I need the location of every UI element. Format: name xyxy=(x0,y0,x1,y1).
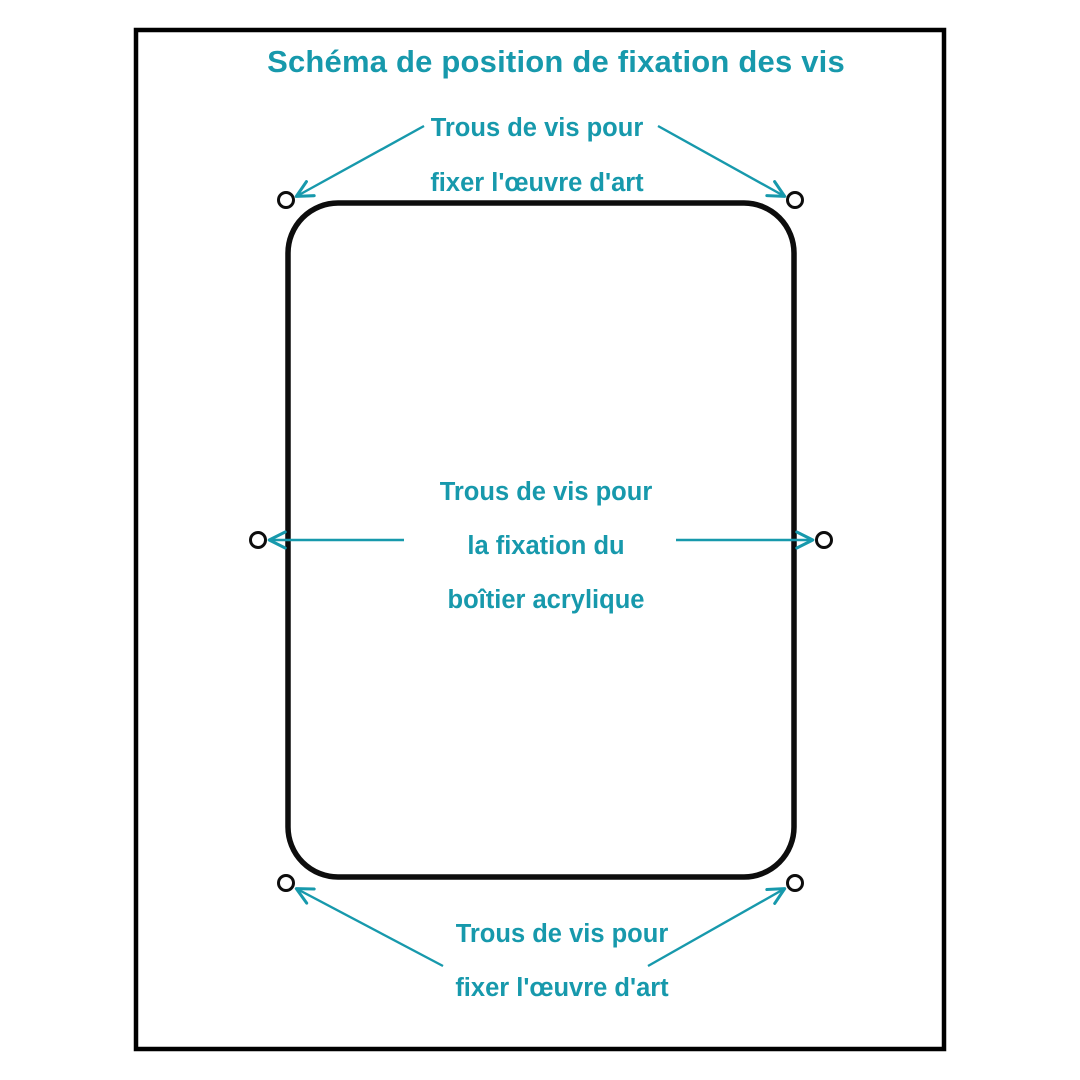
screw-hole-middle-left xyxy=(249,531,267,549)
arrow-top-left xyxy=(294,124,425,198)
callout-center-line2: la fixation du xyxy=(467,532,624,560)
screw-hole-bottom-right xyxy=(786,874,804,892)
screw-hole-bottom-left xyxy=(277,874,295,892)
callout-center-line3: boîtier acrylique xyxy=(448,586,645,614)
screw-hole-top-left xyxy=(277,191,295,209)
callout-bottom-line1: Trous de vis pour xyxy=(456,920,669,948)
callout-top-line2: fixer l'œuvre d'art xyxy=(430,169,644,197)
callout-bottom-line2: fixer l'œuvre d'art xyxy=(455,974,669,1002)
screw-hole-top-right xyxy=(786,191,804,209)
arrow-top-right xyxy=(657,124,787,198)
callout-top-line1: Trous de vis pour xyxy=(431,114,644,142)
arrow-bottom-right xyxy=(647,887,787,968)
arrow-bottom-left xyxy=(294,887,444,968)
screw-hole-middle-right xyxy=(815,531,833,549)
page-title: Schéma de position de fixation des vis xyxy=(267,44,845,79)
callout-center-line1: Trous de vis pour xyxy=(440,478,653,506)
